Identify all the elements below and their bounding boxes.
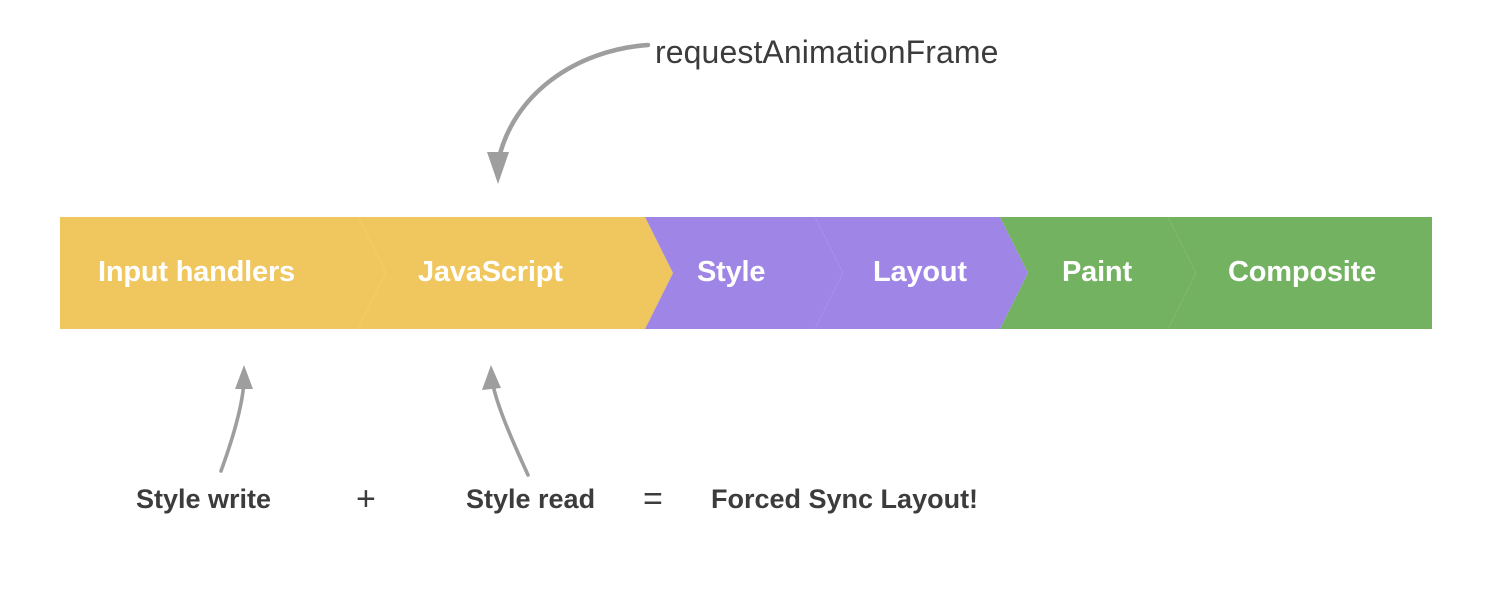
equation-result-forced-sync-layout: Forced Sync Layout! <box>711 484 979 514</box>
pipeline-segment-label: Style <box>697 256 766 289</box>
style-write-arrow-icon <box>219 365 253 473</box>
pipeline-segment-paint[interactable]: Paint <box>1000 217 1196 329</box>
request-animation-frame-label: requestAnimationFrame <box>655 34 999 70</box>
pipeline-segment-label: JavaScript <box>418 256 563 289</box>
pipeline-segment-label: Paint <box>1062 256 1132 289</box>
pipeline-bar: Input handlers JavaScript Style Layout P… <box>60 217 1432 329</box>
pipeline-segment-input-handlers[interactable]: Input handlers <box>60 217 386 329</box>
equation-term-style-read: Style read <box>466 484 596 514</box>
pipeline-segment-label: Layout <box>873 256 967 289</box>
pipeline-segment-label: Composite <box>1228 256 1377 289</box>
raf-arrow-icon <box>487 42 651 184</box>
pipeline-segment-composite[interactable]: Composite <box>1168 217 1432 329</box>
pipeline-segment-style[interactable]: Style <box>645 217 843 329</box>
pipeline-segment-javascript[interactable]: JavaScript <box>358 217 673 329</box>
equation-operator-plus: + <box>356 480 376 518</box>
pipeline-segment-label: Input handlers <box>98 256 295 289</box>
equation-operator-equals: = <box>643 480 663 518</box>
equation-term-style-write: Style write <box>136 484 272 514</box>
pipeline-segment-layout[interactable]: Layout <box>815 217 1028 329</box>
style-read-arrow-icon <box>482 365 530 477</box>
